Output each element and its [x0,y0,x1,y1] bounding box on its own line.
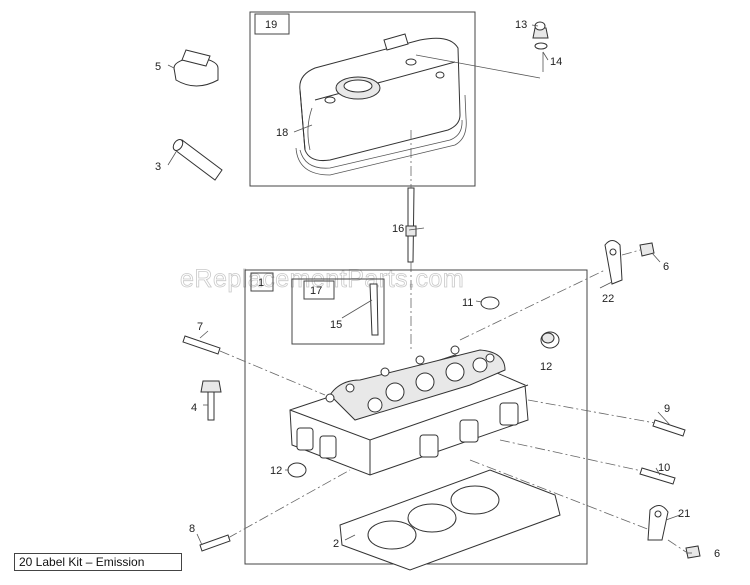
valve [369,283,379,336]
valve-cover [295,33,467,176]
cap-nut [532,21,549,39]
callout-12-right: 12 [540,361,552,373]
group-label-box-19 [254,13,290,35]
callout-14: 14 [550,56,562,68]
stud-7 [182,335,221,355]
lifting-bracket-bottom [647,505,669,541]
stud-10 [639,467,676,485]
plug-left [287,462,307,478]
bolt-6-bottom [685,545,701,559]
callout-17: 17 [310,285,322,297]
kit-label: 20 Label Kit – Emission [14,553,182,571]
callout-6-top: 6 [663,261,669,273]
callout-5: 5 [155,61,161,73]
plug-right [540,331,560,349]
injector-pipe [405,187,417,263]
callout-22: 22 [602,293,614,305]
callout-1: 1 [258,277,264,289]
callout-21: 21 [678,508,690,520]
head-gasket [339,469,561,571]
bolt-4 [200,380,222,421]
callout-6-bottom: 6 [714,548,720,560]
callout-7: 7 [197,321,203,333]
group-frame-17 [291,278,385,345]
callout-8: 8 [189,523,195,535]
callout-16: 16 [392,223,404,235]
group-frame-19 [249,11,476,187]
group-label-box-1 [250,272,274,292]
group-label-box-17 [303,280,335,300]
callout-13: 13 [515,19,527,31]
callout-11: 11 [462,297,473,309]
breather-hose [172,139,223,181]
washer [534,42,548,50]
stud-9 [652,419,686,437]
callout-12-left: 12 [270,465,282,477]
callout-2: 2 [333,538,339,550]
callout-9: 9 [664,403,670,415]
plug-top [480,296,500,310]
callout-15: 15 [330,319,342,331]
callout-18: 18 [276,127,288,139]
callout-19: 19 [265,19,277,31]
callout-4: 4 [191,402,197,414]
oil-filler-cap [173,49,219,87]
callout-3: 3 [155,161,161,173]
bolt-6-top [639,242,655,257]
stud-8 [199,534,231,552]
lifting-bracket-top [604,240,623,285]
cylinder-head [289,345,529,476]
callout-10: 10 [658,462,670,474]
